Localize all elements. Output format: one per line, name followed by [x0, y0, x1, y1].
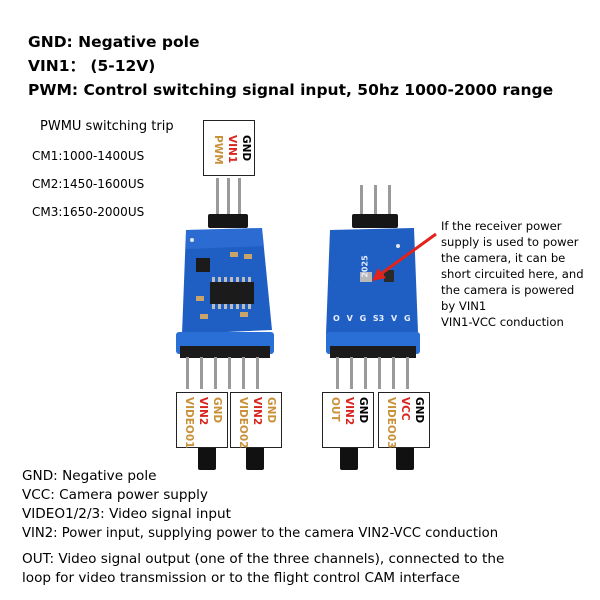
- lb-gnd-label: GND: [211, 397, 223, 424]
- lb-vin2-label: VIN2: [197, 397, 209, 426]
- rb-vcc-label: VCC: [399, 397, 411, 421]
- top-gnd-label: GND: [240, 135, 252, 162]
- right-bottom-box-2: VIDEO03 VCC GND: [378, 392, 430, 448]
- note-line-6: by VIN1: [441, 299, 487, 313]
- mode-cm2: CM2:1450-1600US: [32, 177, 145, 191]
- legend-vcc: VCC: Camera power supply: [22, 487, 208, 503]
- board-pin-silk: O V G S3 V G: [333, 314, 411, 323]
- modes-title: PWMU switching trip: [40, 119, 174, 134]
- arrow-icon: [372, 232, 437, 281]
- note-line-2: supply is used to power: [441, 235, 579, 249]
- rb-gnd-label: GND: [357, 397, 369, 424]
- mode-cm3: CM3:1650-2000US: [32, 205, 145, 219]
- legend-video: VIDEO1/2/3: Video signal input: [22, 506, 231, 522]
- rb-out-label: OUT: [329, 397, 341, 422]
- right-bottom-header: [326, 332, 420, 389]
- left-pcb: [182, 228, 272, 334]
- note-line-3: the camera, it can be: [441, 251, 566, 265]
- legend-out-1: OUT: Video signal output (one of the thr…: [22, 551, 505, 567]
- note-line-5: the camera is powered: [441, 283, 575, 297]
- top-vin1-label: VIN1: [226, 135, 238, 164]
- right-bottom-box-1: OUT VIN2 GND: [322, 392, 374, 448]
- note-line-4: short circuited here, and: [441, 267, 584, 281]
- mode-cm1: CM1:1000-1400US: [32, 149, 145, 163]
- rb-gnd-label-2: GND: [413, 397, 425, 424]
- legend-gnd: GND: Negative pole: [22, 468, 157, 484]
- legend-vin2: VIN2: Power input, supplying power to th…: [22, 526, 499, 541]
- top-connector-label-box: GND VIN1 PWM: [203, 120, 255, 176]
- header-vin1: VIN1： (5-12V): [28, 57, 156, 75]
- top-pwm-label: PWM: [212, 135, 224, 165]
- header-pwm: PWM: Control switching signal input, 50h…: [28, 81, 554, 99]
- header-gnd: GND: Negative pole: [28, 33, 200, 51]
- legend-out-2: loop for video transmission or to the fl…: [22, 570, 460, 586]
- lb-video01-label: VIDEO01: [183, 397, 195, 449]
- rb-vin2-label: VIN2: [343, 397, 355, 426]
- note-line-7: VIN1-VCC conduction: [441, 315, 564, 329]
- note-line-1: If the receiver power: [441, 219, 562, 233]
- left-bottom-header: [176, 332, 274, 389]
- lb-vin2-label-2: VIN2: [251, 397, 263, 426]
- plug-shapes: [198, 446, 414, 470]
- left-top-pins: [208, 178, 248, 228]
- lb-gnd-label-2: GND: [265, 397, 277, 424]
- board-code-silk: 2025: [360, 255, 370, 278]
- left-bottom-box-2: VIDEO02 VIN2 GND: [230, 392, 282, 448]
- lb-video02-label: VIDEO02: [237, 397, 249, 449]
- rb-video03-label: VIDEO03: [385, 397, 397, 449]
- right-top-pins: [352, 185, 398, 228]
- left-bottom-box-1: VIDEO01 VIN2 GND: [176, 392, 228, 448]
